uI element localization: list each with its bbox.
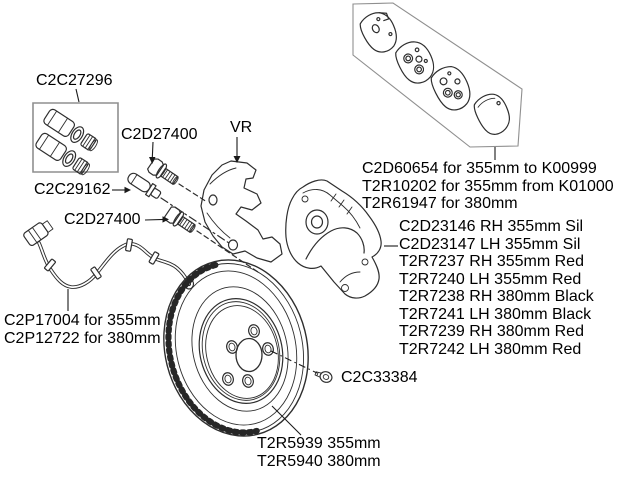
upper-bolt-drawing [146,157,181,188]
caliper-part-line: C2D23147 LH 355mm Sil [399,235,581,253]
guide-pin-part-label: C2C29162 [34,181,111,198]
kit-part-label: C2C27296 [36,72,113,89]
wear-sensor-drawing [23,218,194,289]
hub-bolt-drawing [314,368,334,384]
leader-lines [68,89,495,435]
pads-part-line: T2R61947 for 380mm [362,195,518,212]
pads-box [353,3,522,147]
caliper-part-line: T2R7237 RH 355mm Red [399,253,584,270]
disc-part-line: T2R5940 380mm [257,452,381,470]
disc-part-label: T2R5939 355mm T2R5940 380mm [257,435,381,470]
lower-bolt-drawing [163,205,198,236]
carrier-bracket-drawing [201,161,282,262]
bracket-vr-label: VR [230,119,253,136]
hub-bolt-part-label: C2C33384 [341,369,418,386]
sensor-part-line: C2P12722 for 380mm [4,329,161,347]
pads-part-line: T2R10202 for 355mm from K01000 [362,177,614,195]
guide-pin-kit-drawing [34,108,100,178]
caliper-part-label: C2D23146 RH 355mm Sil C2D23147 LH 355mm … [399,218,594,358]
pads-part-line: C2D60654 for 355mm to K00999 [362,160,597,177]
caliper-part-line: T2R7239 RH 380mm Red [399,323,584,340]
kit-box [33,103,118,172]
lower-bolt-part-label: C2D27400 [64,211,141,228]
sensor-part-line: C2P17004 for 355mm [4,312,161,329]
caliper-part-line: C2D23146 RH 355mm Sil [399,218,584,235]
upper-bolt-part-label: C2D27400 [121,126,198,143]
caliper-part-line: T2R7242 LH 380mm Red [399,340,582,358]
caliper-part-line: T2R7240 LH 355mm Red [399,270,582,288]
guide-pin-drawing [125,171,162,202]
sensor-part-label: C2P17004 for 355mm C2P12722 for 380mm [4,312,161,347]
caliper-part-line: T2R7241 LH 380mm Black [399,305,592,323]
disc-part-line: T2R5939 355mm [257,435,381,452]
brake-pads-drawing [356,7,516,139]
caliper-drawing [286,180,381,298]
pads-part-label: C2D60654 for 355mm to K00999 T2R10202 fo… [362,160,614,213]
lug-holes [221,324,274,389]
caliper-part-line: T2R7238 RH 380mm Black [399,288,594,305]
brake-disc-drawing [146,244,327,451]
